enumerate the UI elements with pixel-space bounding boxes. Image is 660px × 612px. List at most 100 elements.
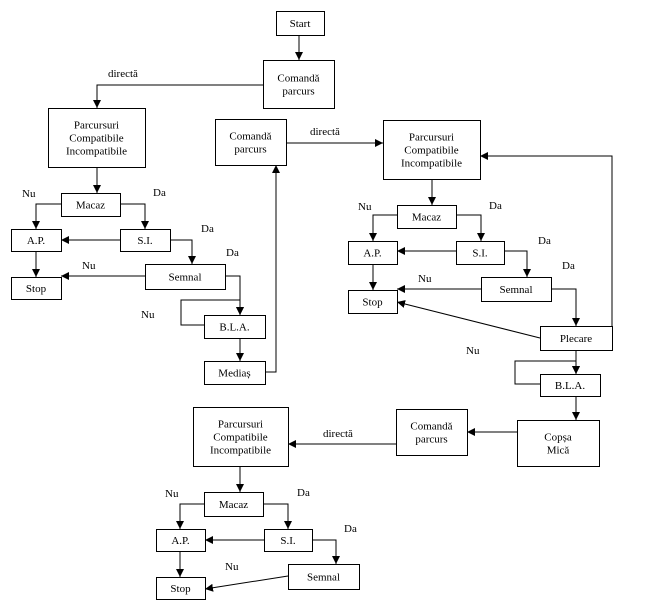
flow-arrow [225,275,244,315]
node-box [263,60,335,109]
node-label: Stop [170,583,191,595]
node-label: S.I. [280,535,296,547]
node-label: parcurs [234,144,266,156]
flow-arrow [265,165,280,373]
edge-label-da-si3: Da [344,523,357,535]
node-label: Compatibile [404,145,459,157]
flow-arrow [93,84,263,108]
flow-arrow [369,214,397,241]
edge-label-da-si2b: Da [562,260,575,272]
node-box [276,11,325,36]
node-stop1: Stop [11,277,62,300]
node-label: Incompatibile [66,146,127,158]
flow-arrow [180,299,244,326]
node-macaz3: Macaz [204,492,264,517]
node-label: B.L.A. [555,380,586,392]
flow-arrow [204,575,289,592]
edge-label-da-macaz1: Da [153,187,166,199]
node-box [145,264,226,290]
edge-label-directa2: directă [310,126,340,138]
node-semnal1: Semnal [145,264,226,290]
node-ap3: A.P. [156,529,206,552]
edge-label-nu-macaz1: Nu [22,188,36,200]
flow-arrow [170,239,196,264]
edge-label-nu-bla2: Nu [466,345,480,357]
node-box [348,290,398,314]
node-label: Parcursuri [409,132,454,144]
node-label: Semnal [169,272,202,284]
node-box [204,361,266,385]
edge-label-da-macaz3: Da [297,487,310,499]
node-label: Stop [362,297,383,309]
node-medias: Mediaș [204,361,266,385]
edge-label-da-si2: Da [538,235,551,247]
edge-label-nu-bla1: Nu [141,309,155,321]
node-label: A.P. [363,248,382,260]
node-label: A.P. [171,535,190,547]
node-macaz2: Macaz [397,205,457,229]
flow-arrow [32,203,61,229]
node-macaz1: Macaz [61,193,121,217]
edge-label-da-macaz2: Da [489,200,502,212]
node-label: Compatibile [213,432,268,444]
node-semnal3: Semnal [288,564,360,590]
node-label: parcurs [282,86,314,98]
node-si3: S.I. [264,529,313,552]
node-box [396,409,468,456]
node-label: B.L.A. [219,322,250,334]
flow-arrow [120,203,149,229]
edge-label-directa3: directă [323,428,353,440]
node-box [11,277,62,300]
node-box [156,529,206,552]
node-label: Start [290,18,311,30]
node-label: Comandă [229,131,271,143]
node-box [156,577,206,600]
node-box [348,241,398,265]
node-box [215,119,287,166]
flow-arrow [263,503,292,529]
node-label: A.P. [27,235,46,247]
flow-arrow [456,214,485,241]
flow-arrow [312,539,340,564]
node-label: Semnal [307,572,340,584]
edge-label-nu-semnal1: Nu [82,260,96,272]
node-box [193,407,289,467]
node-label: Stop [26,283,47,295]
node-semnal2: Semnal [481,277,552,302]
node-plecare: Plecare [540,326,613,351]
node-box [288,564,360,590]
node-label: Incompatibile [401,158,462,170]
node-box [264,529,313,552]
node-label: Macaz [412,212,441,224]
node-start: Start [276,11,325,36]
node-box [517,420,600,467]
flow-arrow [480,152,613,338]
node-box [456,241,505,265]
nodes-layer: StartComandăparcursParcursuriCompatibile… [11,11,613,600]
node-box [48,108,146,168]
edge-label-nu-macaz3: Nu [165,488,179,500]
flow-arrow [514,360,580,385]
node-box [204,492,264,517]
edge-label-nu-semnal3: Nu [225,561,239,573]
node-box [11,229,62,252]
node-box [204,315,266,339]
node-bla2: B.L.A. [540,374,601,397]
edge-label-nu-macaz2: Nu [358,201,372,213]
edges-layer [32,35,613,592]
node-label: Comandă [277,73,319,85]
node-label: Incompatibile [210,445,271,457]
node-box [540,326,613,351]
node-label: Copșa [544,432,572,444]
node-label: Macaz [76,200,105,212]
node-label: Compatibile [69,133,124,145]
node-si2: S.I. [456,241,505,265]
node-ap2: A.P. [348,241,398,265]
node-box [397,205,457,229]
node-label: Macaz [219,499,248,511]
